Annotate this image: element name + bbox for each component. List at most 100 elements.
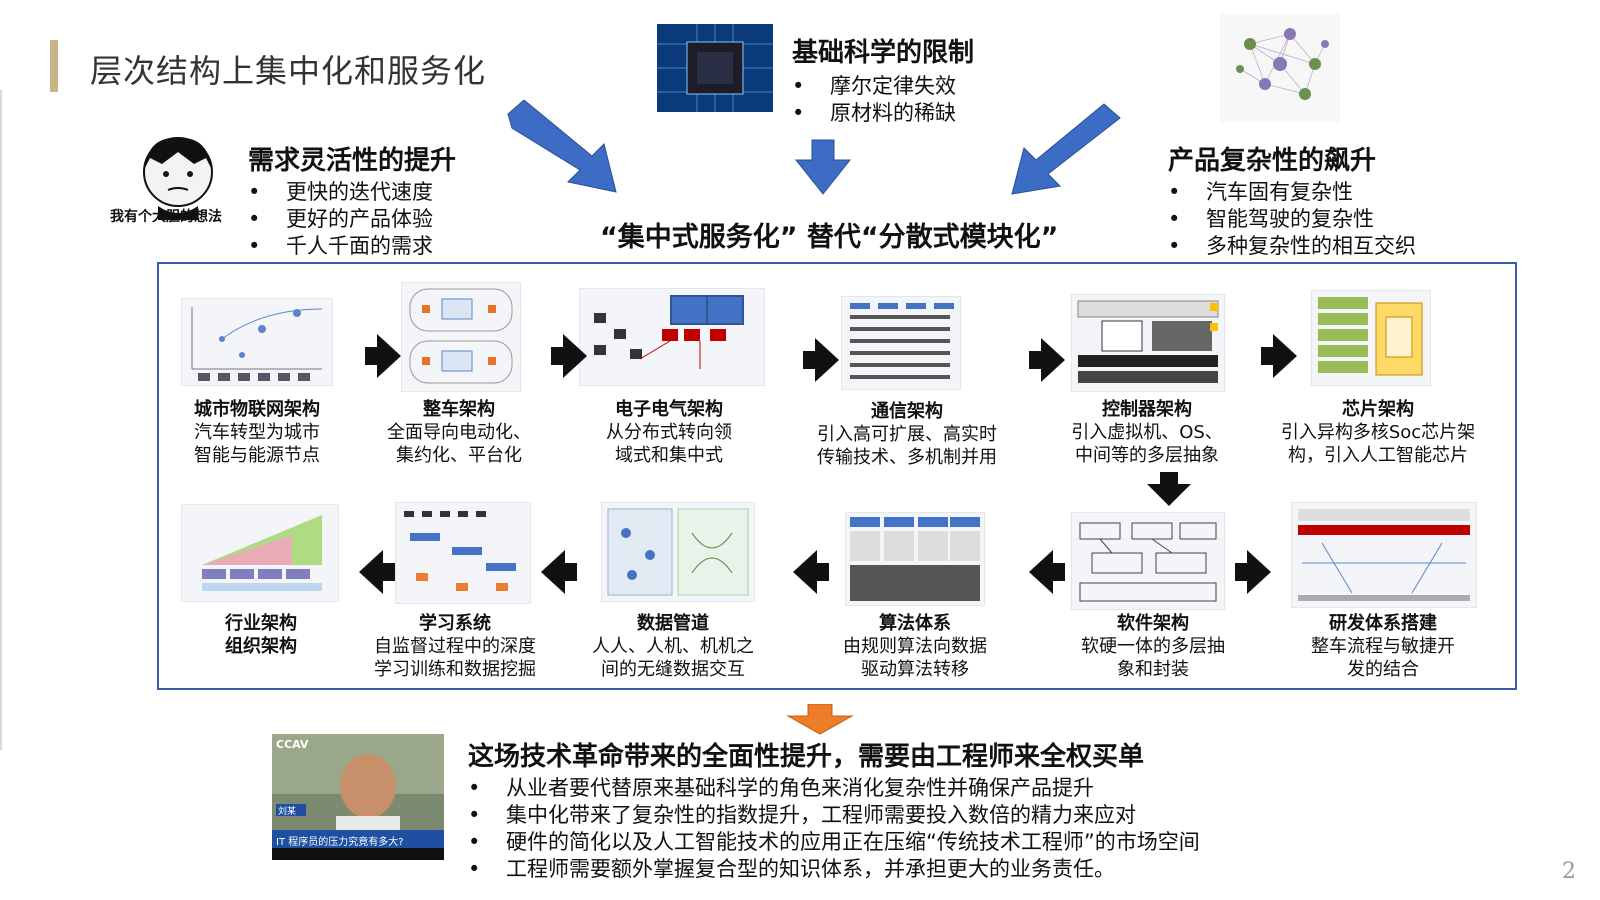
caption-desc: 构，引入人工智能芯片: [1288, 445, 1468, 466]
page-title: 层次结构上集中化和服务化: [90, 52, 487, 90]
row2-caption-5: 软件架构 软硬一体的多层抽 象和封装: [1053, 612, 1253, 681]
row1-caption-3: 电子电气架构 从分布式转向领 域式和集中式: [569, 398, 769, 467]
flow-arrow-right: [551, 334, 587, 378]
flow-arrow-left: [793, 550, 829, 594]
caption-title: 学习系统: [419, 613, 491, 634]
caption-desc: 整车流程与敏捷开: [1311, 636, 1455, 657]
caption-title: 数据管道: [637, 613, 709, 634]
caption-desc: 引入高可扩展、高实时: [817, 424, 997, 445]
caption-desc: 组织架构: [225, 636, 297, 657]
caption-desc: 汽车转型为城市: [194, 422, 320, 443]
demand-block: 需求灵活性的提升 更快的迭代速度 更好的产品体验 千人千面的需求: [248, 140, 456, 260]
blue-arrow-left: [507, 100, 617, 193]
software-architecture-diagram: [1071, 512, 1225, 610]
flow-arrow-left: [1029, 550, 1065, 594]
chip-image: [657, 24, 773, 112]
caption-desc: 引入虚拟机、OS、: [1071, 422, 1223, 443]
row2-caption-2: 学习系统 自监督过程中的深度 学习训练和数据挖掘: [355, 612, 555, 681]
demand-item: 千人千面的需求: [248, 233, 456, 260]
row2-caption-4: 算法体系 由规则算法向数据 驱动算法转移: [815, 612, 1015, 681]
tv-logo: CCAV: [276, 738, 309, 751]
conclusion-item: 从业者要代替原来基础科学的角色来消化复杂性并确保产品提升: [468, 775, 1200, 802]
caption-desc: 象和封装: [1117, 659, 1189, 680]
complexity-block: 产品复杂性的飙升 汽车固有复杂性 智能驾驶的复杂性 多种复杂性的相互交织: [1168, 140, 1416, 260]
caption-desc: 发的结合: [1347, 659, 1419, 680]
caption-title: 通信架构: [871, 401, 943, 422]
caption-title: 算法体系: [879, 613, 951, 634]
title-accent-bar: [50, 40, 58, 92]
blue-arrow-center: [794, 139, 852, 195]
demand-item: 更好的产品体验: [248, 206, 456, 233]
caption-desc: 驱动算法转移: [861, 659, 969, 680]
complexity-item: 智能驾驶的复杂性: [1168, 206, 1416, 233]
learning-system-diagram: [395, 502, 531, 604]
caption-desc: 人人、人机、机机之: [592, 636, 754, 657]
architecture-flow-box: 城市物联网架构 汽车转型为城市 智能与能源节点 整车架构 全面导向电动化、 集约…: [157, 262, 1517, 690]
flow-arrow-right: [365, 334, 401, 378]
flow-arrow-left: [359, 550, 395, 594]
caption-title: 芯片架构: [1342, 399, 1414, 420]
row1-caption-4: 通信架构 引入高可扩展、高实时 传输技术、多机制并用: [795, 400, 1019, 469]
caption-desc: 引入异构多核Soc芯片架: [1280, 422, 1476, 443]
basic-science-title: 基础科学的限制: [792, 38, 975, 68]
tv-name-tag: 刘某: [278, 807, 297, 817]
flow-arrow-left: [541, 550, 577, 594]
communication-architecture-diagram: [841, 296, 961, 390]
flow-arrow-right: [1029, 338, 1065, 382]
caption-desc: 从分布式转向领: [606, 422, 732, 443]
caption-desc: 智能与能源节点: [194, 445, 320, 466]
flow-arrow-right: [1261, 334, 1297, 378]
ee-architecture-diagram: [579, 288, 765, 386]
caption-desc: 学习训练和数据挖掘: [374, 659, 536, 680]
tv-subtitle: IT 程序员的压力究竟有多大?: [276, 837, 404, 848]
row1-caption-5: 控制器架构 引入虚拟机、OS、 中间等的多层抽象: [1039, 398, 1255, 467]
complexity-item: 多种复杂性的相互交织: [1168, 233, 1416, 260]
row2-caption-3: 数据管道 人人、人机、机机之 间的无缝数据交互: [573, 612, 773, 681]
caption-desc: 集约化、平台化: [396, 445, 522, 466]
conclusion-block: 这场技术革命带来的全面性提升，需要由工程师来全权买单 从业者要代替原来基础科学的…: [468, 736, 1200, 883]
caption-desc: 自监督过程中的深度: [374, 636, 536, 657]
caption-desc: 软硬一体的多层抽: [1081, 636, 1225, 657]
row2-caption-6: 研发体系搭建 整车流程与敏捷开 发的结合: [1283, 612, 1483, 681]
basic-science-item: 摩尔定律失效: [792, 73, 974, 100]
caption-desc: 域式和集中式: [615, 445, 723, 466]
row1-caption-2: 整车架构 全面导向电动化、 集约化、平台化: [359, 398, 559, 467]
conclusion-item: 工程师需要额外掌握复合型的知识体系，并承担更大的业务责任。: [468, 856, 1200, 883]
page-number: 2: [1562, 859, 1576, 884]
demand-title: 需求灵活性的提升: [248, 146, 457, 176]
conclusion-title: 这场技术革命带来的全面性提升，需要由工程师来全权买单: [468, 742, 1145, 772]
conclusion-item: 硬件的简化以及人工智能技术的应用正在压缩“传统技术工程师”的市场空间: [468, 829, 1200, 856]
flow-arrow-right: [803, 338, 839, 382]
network-graph-image: [1220, 14, 1340, 122]
caption-desc: 由规则算法向数据: [843, 636, 987, 657]
conclusion-item: 集中化带来了复杂性的指数提升，工程师需要投入数倍的精力来应对: [468, 802, 1200, 829]
tv-news-still: CCAV 刘某 IT 程序员的压力究竟有多大?: [272, 734, 444, 860]
controller-architecture-diagram: [1071, 294, 1225, 392]
data-pipeline-diagram: [601, 502, 755, 602]
caption-desc: 全面导向电动化、: [387, 422, 531, 443]
caption-title: 研发体系搭建: [1329, 613, 1437, 634]
row2-caption-1: 行业架构 组织架构: [159, 612, 363, 658]
row1-caption-6: 芯片架构 引入异构多核Soc芯片架 构，引入人工智能芯片: [1263, 398, 1493, 467]
complexity-item: 汽车固有复杂性: [1168, 179, 1416, 206]
caption-desc: 中间等的多层抽象: [1075, 445, 1219, 466]
caption-title: 城市物联网架构: [194, 399, 320, 420]
chip-architecture-diagram: [1311, 290, 1431, 386]
urban-iot-diagram: [181, 298, 333, 386]
algorithm-system-diagram: [845, 512, 985, 606]
caption-desc: 传输技术、多机制并用: [817, 447, 997, 468]
blue-arrows: [507, 100, 1121, 195]
caption-desc: 间的无缝数据交互: [601, 659, 745, 680]
complexity-title: 产品复杂性的飙升: [1168, 146, 1377, 176]
industry-architecture-diagram: [181, 504, 339, 602]
caption-title: 电子电气架构: [615, 399, 723, 420]
slogan: “集中式服务化” 替代“分散式模块化”: [600, 222, 1059, 253]
basic-science-block: 基础科学的限制 摩尔定律失效 原材料的稀缺: [792, 32, 974, 127]
orange-down-arrow: [786, 704, 854, 735]
meme-face-image: [128, 130, 228, 230]
row1-caption-1: 城市物联网架构 汽车转型为城市 智能与能源节点: [159, 398, 355, 467]
caption-title: 整车架构: [423, 399, 495, 420]
caption-title: 行业架构: [225, 613, 297, 634]
basic-science-item: 原材料的稀缺: [792, 100, 974, 127]
flow-arrow-down: [1147, 472, 1191, 506]
